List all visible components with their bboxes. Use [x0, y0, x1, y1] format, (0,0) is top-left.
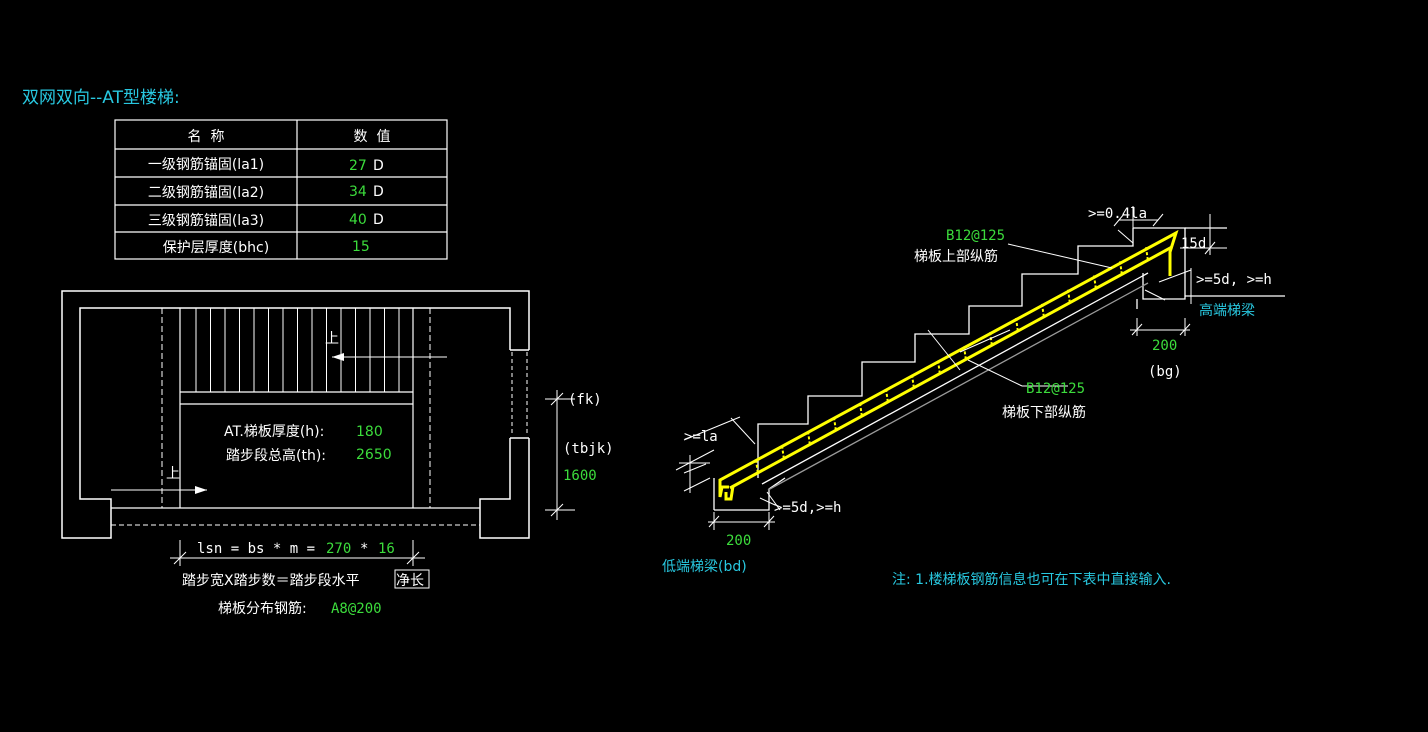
stair-plan: [61, 290, 530, 539]
top-bar-label: 梯板上部纵筋: [914, 248, 998, 265]
hook-length-label: 15d: [1181, 236, 1206, 252]
tbjk-label: (tbjk): [563, 441, 614, 457]
high-anchor-label: >=5d, >=h: [1196, 272, 1272, 288]
anchor-length-label: >=0.4la: [1088, 206, 1147, 222]
bottom-bar-value[interactable]: B12@125: [1026, 381, 1085, 397]
formula-text: 踏步宽X踏步数＝踏步段水平: [182, 572, 360, 589]
bottom-bar-label: 梯板下部纵筋: [1002, 404, 1086, 421]
table-header-name: 名 称: [188, 129, 225, 145]
thickness-value[interactable]: 180: [356, 424, 383, 440]
m-value[interactable]: 16: [378, 541, 395, 557]
rebar-ties: [755, 247, 1149, 474]
up-arrow-icon: [332, 353, 447, 361]
table-row-unit: D: [373, 212, 384, 228]
up-arrow-icon: [111, 486, 207, 494]
up-label: 上: [166, 466, 180, 482]
low-anchor-label: >=la: [684, 429, 718, 445]
lsn-label: lsn = bs * m =: [197, 541, 315, 557]
table-row-label: 二级钢筋锚固(la2): [148, 184, 264, 201]
table-row-value[interactable]: 27: [349, 158, 367, 174]
distribution-bar-label: 梯板分布钢筋:: [218, 600, 307, 617]
table-row-unit: D: [373, 158, 384, 174]
note-text: 注: 1.楼梯板钢筋信息也可在下表中直接输入.: [892, 571, 1171, 588]
stair-treads: [195, 308, 400, 392]
up-label: 上: [325, 331, 339, 347]
table-row-value[interactable]: 15: [352, 239, 370, 255]
height-value[interactable]: 2650: [356, 447, 392, 463]
table-header-value: 数 值: [354, 129, 391, 145]
table-row-label: 保护层厚度(bhc): [163, 240, 269, 256]
distribution-bar-value[interactable]: A8@200: [331, 601, 382, 617]
parameter-table: [114, 119, 448, 260]
drawing-title: 双网双向--AT型楼梯:: [22, 88, 180, 108]
table-row-value[interactable]: 40: [349, 212, 367, 228]
thickness-label: AT.梯板厚度(h):: [224, 424, 324, 440]
width-value[interactable]: 1600: [563, 468, 597, 484]
width-dimension: [545, 390, 575, 520]
low-beam-label: 低端梯梁(bd): [662, 559, 747, 575]
top-rebar: [718, 229, 1179, 501]
table-row-label: 一级钢筋锚固(la1): [148, 156, 264, 173]
top-bar-value[interactable]: B12@125: [946, 228, 1005, 244]
bg-label: (bg): [1148, 364, 1182, 380]
table-row-label: 三级钢筋锚固(la3): [148, 212, 264, 229]
multiply-sign: *: [360, 541, 368, 557]
table-row-value[interactable]: 34: [349, 184, 367, 200]
formula-box-text: 净长: [396, 573, 424, 589]
section-dimensions: [675, 206, 1227, 530]
table-row-unit: D: [373, 184, 384, 200]
high-beam-label: 高端梯梁: [1199, 302, 1255, 319]
bottom-rebar: [767, 282, 1149, 491]
low-beam-width[interactable]: 200: [726, 533, 751, 549]
bs-value[interactable]: 270: [326, 541, 351, 557]
high-beam-width[interactable]: 200: [1152, 338, 1177, 354]
stair-section-outline: [713, 227, 1285, 511]
fk-label: (fk): [568, 392, 602, 408]
low-anchor-label-2: >=5d,>=h: [774, 500, 841, 516]
length-dimension: [170, 540, 430, 589]
height-label: 踏步段总高(th):: [226, 447, 326, 464]
